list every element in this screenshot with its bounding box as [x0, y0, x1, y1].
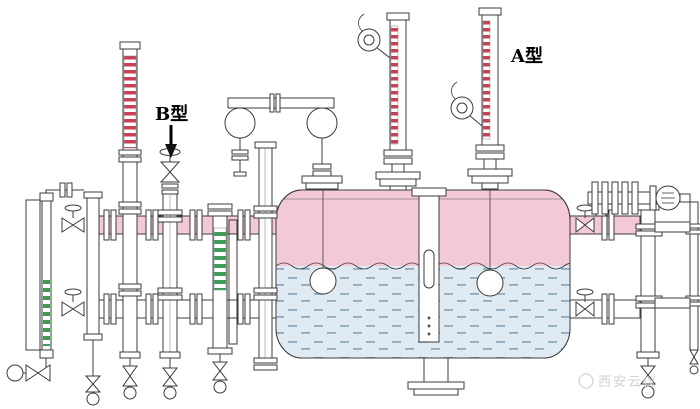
gauge-indicator-red [390, 25, 399, 145]
handwheel [123, 386, 137, 400]
gauge-indicator-red [123, 55, 137, 149]
loop-seal-piping [224, 93, 338, 177]
handwheel [641, 385, 655, 399]
isolation-valve-lower-right [575, 288, 595, 318]
float-ball-left [309, 267, 337, 295]
top-mounted-gauge-1 [375, 12, 421, 191]
handwheel [689, 365, 699, 375]
b-type-arrow [165, 125, 177, 158]
top-mounted-gauge-2-a-type [467, 7, 513, 190]
handwheel [6, 364, 24, 382]
gauge-indicator-red [482, 20, 491, 140]
float-ball-right [476, 269, 504, 297]
standpipe-column [83, 191, 103, 406]
bottom-drain-nozzle [407, 357, 465, 396]
handwheel [64, 204, 82, 212]
magnetic-level-gauge-green [207, 203, 238, 394]
label-a-type: A型 [510, 45, 543, 67]
handwheel [576, 204, 594, 212]
drain-valve [122, 365, 138, 400]
watermark-logo [578, 373, 594, 389]
drain-valve-small [689, 349, 699, 375]
isolation-valve-lower-left [61, 288, 85, 317]
far-right-pipe [654, 201, 700, 375]
glass-tube-level-gauge [6, 182, 84, 382]
isolation-valve-upper-right [575, 204, 595, 234]
tank-nozzle-left [301, 175, 343, 190]
cable [358, 13, 365, 32]
level-transmitter-2 [450, 81, 483, 127]
handwheel [213, 380, 227, 394]
watermark-text: 西安云仪 [598, 375, 658, 390]
bypass-standpipe [253, 141, 278, 371]
right-gauge-column [635, 203, 663, 399]
gauge-indicator-green [213, 227, 227, 291]
stilling-tube [411, 187, 447, 343]
tank-internals [309, 187, 504, 343]
cable [451, 81, 458, 100]
magnetic-level-gauge-tall-left [118, 41, 142, 400]
drain-valve-far-left [6, 364, 51, 382]
handwheel [64, 288, 82, 296]
remote-transmitter-assembly [587, 181, 691, 217]
label-b-type: B型 [155, 103, 188, 125]
watermark: 西安云仪 [578, 373, 658, 390]
isolation-valve-upper-left [61, 204, 85, 233]
pigtail-loop-right [306, 107, 338, 139]
gauge-scale-board [25, 199, 41, 351]
pipe-flanges-left [103, 209, 251, 325]
displacer-float [423, 249, 435, 289]
level-transmitter-1 [357, 13, 391, 59]
drain-valve [84, 375, 102, 406]
handwheel [86, 392, 100, 406]
drain-valve [161, 367, 179, 400]
handwheel [163, 386, 177, 400]
gauge-scale [228, 219, 238, 345]
b-type-level-gauge [157, 148, 183, 400]
pigtail-loop-left [224, 107, 256, 139]
right-process-piping [569, 204, 641, 325]
drain-valve [211, 361, 229, 394]
drain-valve [639, 365, 657, 399]
handwheel [576, 288, 594, 296]
gauge-indicator-green [43, 278, 50, 346]
